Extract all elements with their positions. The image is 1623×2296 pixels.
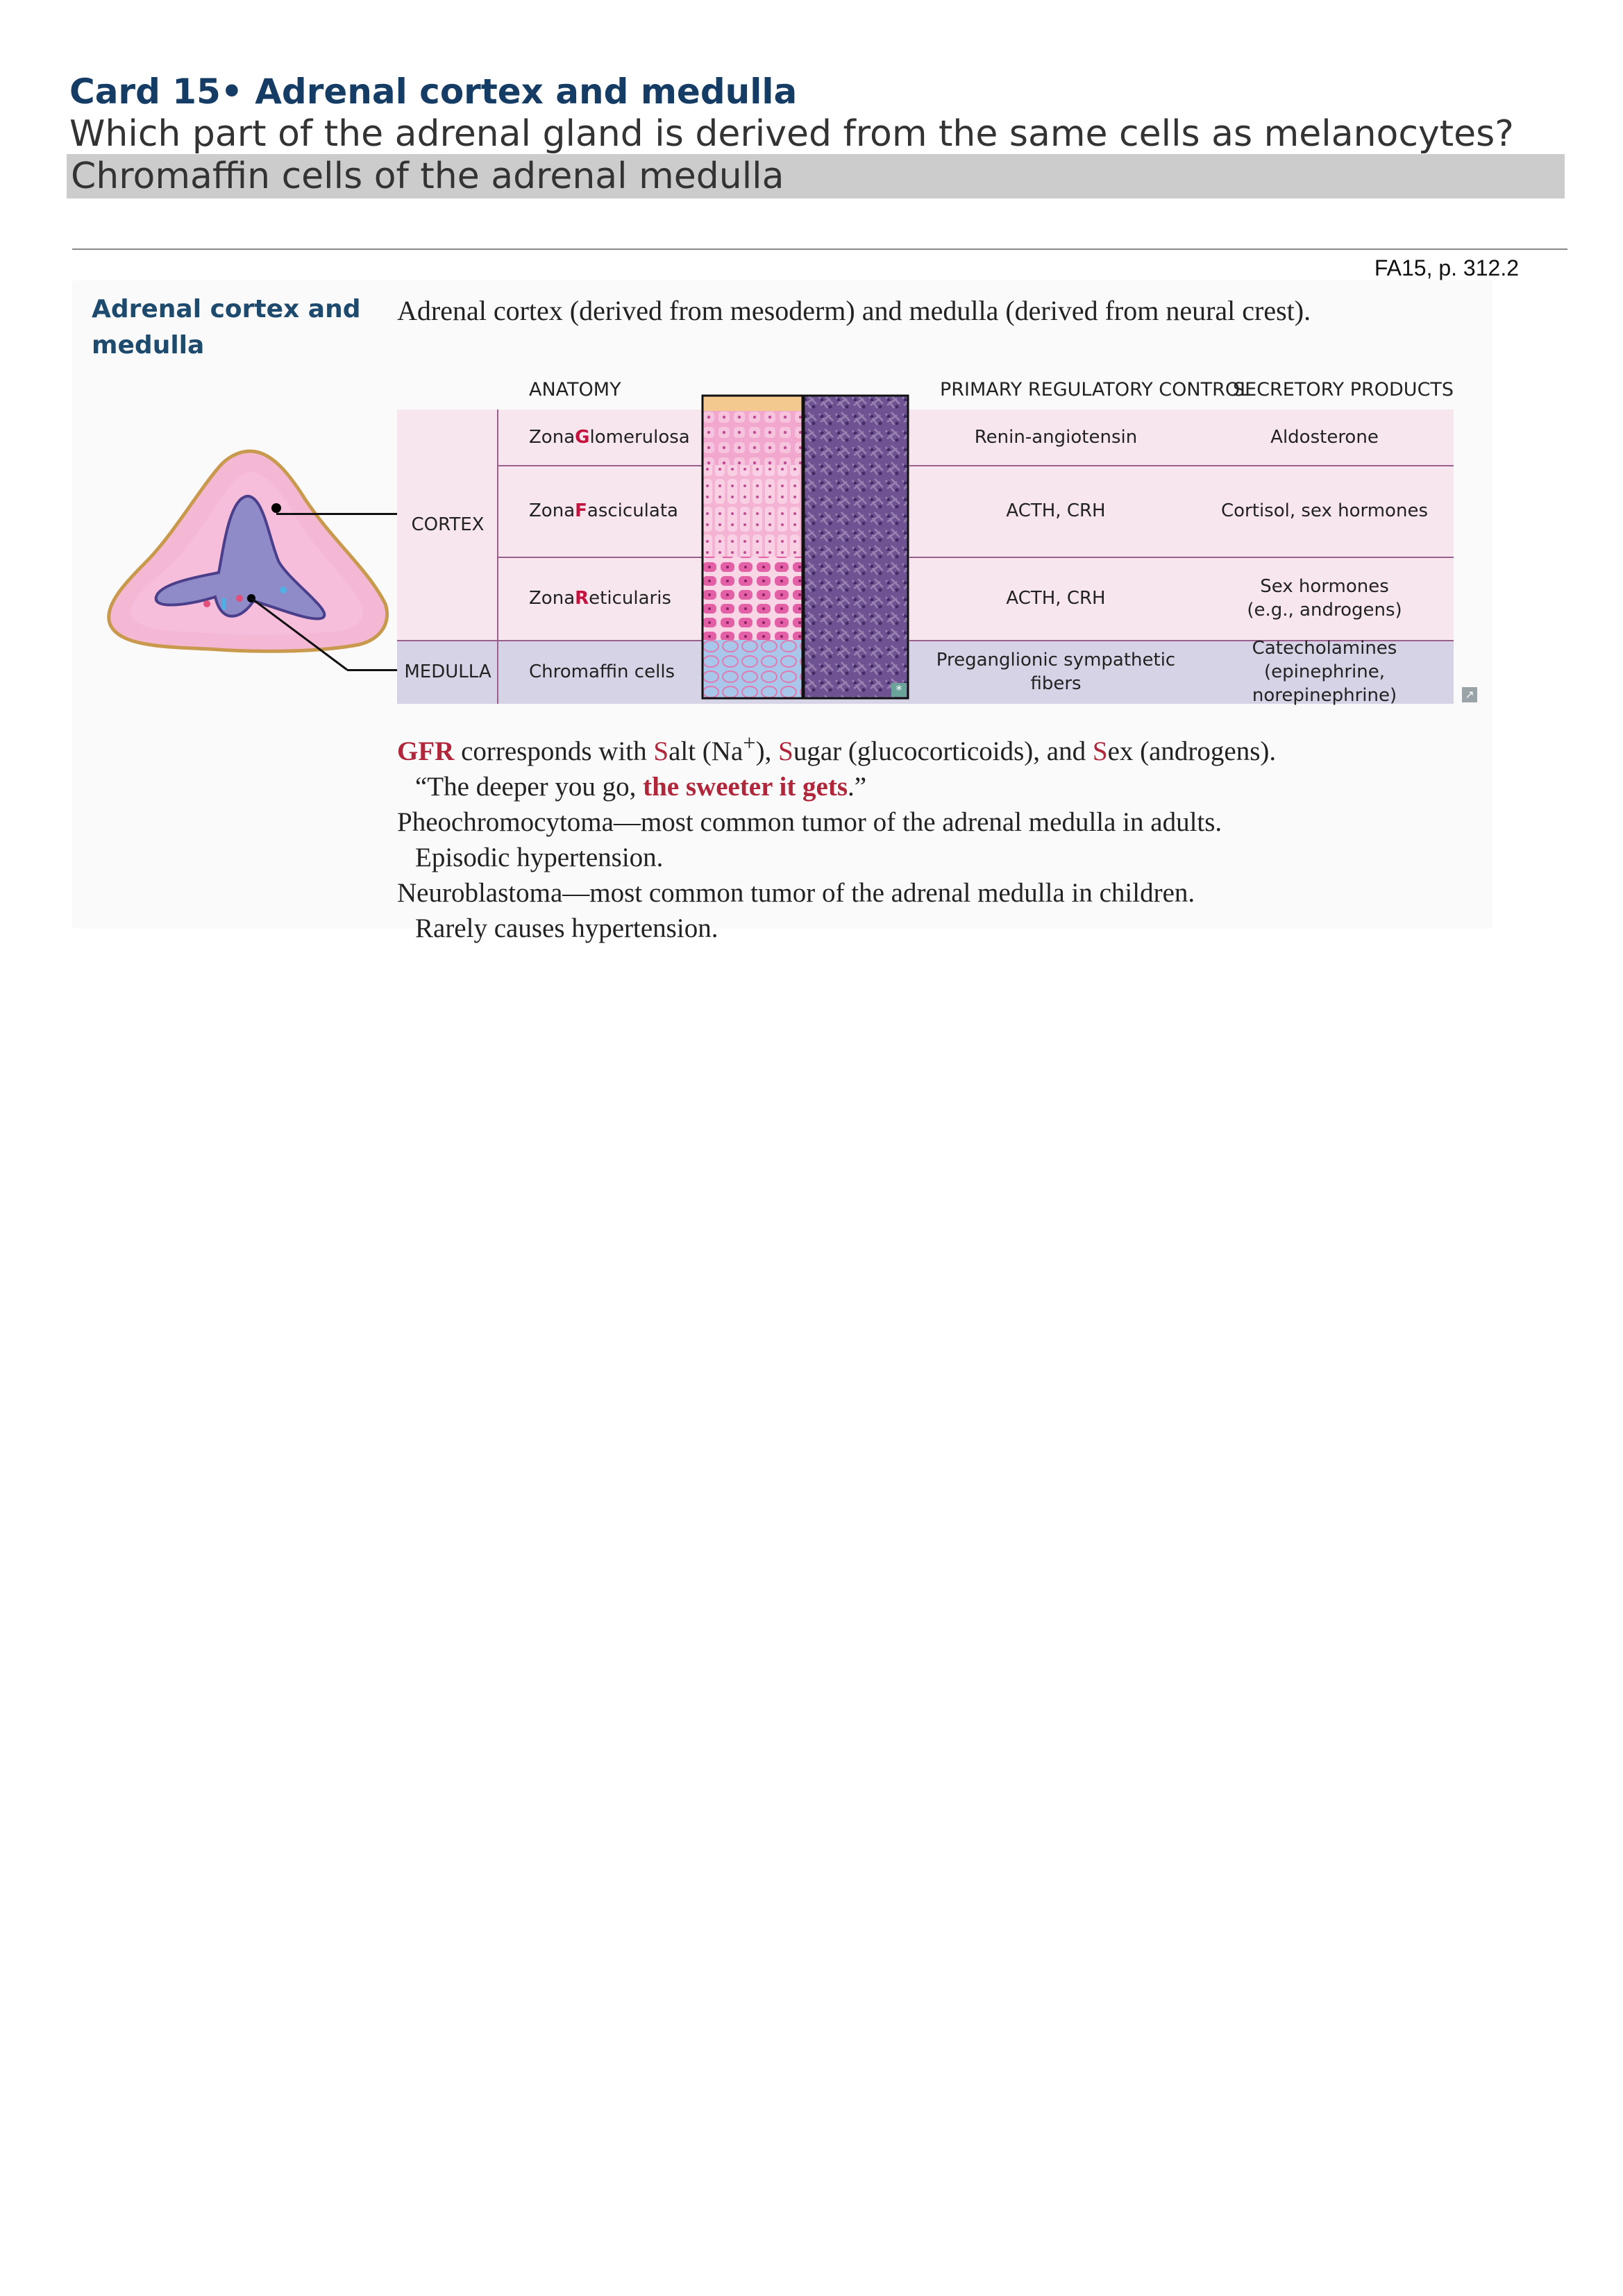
products-medulla: Catecholamines (epinephrine, norepinephr…	[1252, 638, 1397, 706]
products-glomerulosa: Aldosterone	[1270, 427, 1379, 448]
note-text: ugar (glucocorticoids), and	[793, 736, 1093, 766]
products-fasciculata: Cortisol, sex hormones	[1221, 500, 1428, 521]
zone-rest: eticularis	[589, 588, 671, 609]
zone-rest: asciculata	[587, 500, 678, 521]
histology-micrograph: *	[701, 394, 909, 700]
control-glomerulosa: Renin-angiotensin	[974, 427, 1138, 448]
region-medulla: MEDULLA	[404, 661, 491, 682]
anatomy-chromaffin-cells: Chromaffin cells	[529, 640, 703, 704]
cortex-region-bg	[397, 410, 1454, 640]
cortex-leader-line	[276, 513, 408, 515]
note-rarely-hypertension: Rarely causes hypertension.	[415, 913, 718, 943]
column-divider	[497, 410, 498, 704]
zone-prefix: Zona	[529, 427, 575, 448]
section-heading: Adrenal cortex and medulla	[92, 295, 361, 360]
medulla-leader-diagonal	[251, 597, 348, 671]
hl-s: S	[1092, 736, 1108, 766]
zone-letter: F	[575, 500, 587, 521]
zone-letter: R	[575, 588, 589, 609]
note-text: ex (androgens).	[1107, 736, 1277, 766]
note-text: “The deeper you go,	[415, 772, 644, 802]
header-products: SECRETORY PRODUCTS	[1233, 379, 1454, 400]
source-reference: FA15, p. 312.2	[1374, 255, 1519, 280]
superscript-plus: +	[743, 731, 756, 756]
row-divider	[909, 465, 1454, 466]
svg-text:*: *	[896, 683, 902, 698]
row-divider	[909, 557, 1454, 558]
row-divider	[909, 640, 1454, 641]
header-anatomy: ANATOMY	[529, 379, 621, 400]
control-fasciculata: ACTH, CRH	[1006, 500, 1106, 521]
region-cortex: CORTEX	[411, 514, 485, 535]
section-intro: Adrenal cortex (derived from mesoderm) a…	[397, 295, 1311, 326]
products-reticularis: Sex hormones (e.g., androgens)	[1247, 576, 1402, 621]
medulla-region-bg	[397, 640, 1454, 704]
hl-s: S	[778, 736, 793, 766]
hl-s: S	[653, 736, 669, 766]
note-deeper-mnemonic: “The deeper you go, the sweeter it gets.…	[397, 769, 1276, 804]
zone-rest: Chromaffin cells	[529, 661, 675, 682]
medulla-leader-line	[347, 669, 403, 671]
zone-rest: lomerulosa	[589, 427, 690, 448]
control-medulla: Preganglionic sympathetic fibers	[936, 650, 1176, 694]
zone-prefix: Zona	[529, 588, 575, 609]
hl-gfr: GFR	[397, 736, 455, 766]
header-control: PRIMARY REGULATORY CONTROL	[940, 379, 1251, 400]
adrenal-gland-illustration	[107, 449, 389, 653]
card-answer: Chromaffin cells of the adrenal medulla	[67, 154, 1565, 199]
external-link-icon[interactable]: ↗	[1462, 687, 1477, 702]
note-pheochromocytoma: Pheochromocytoma—most common tumor of th…	[397, 807, 1222, 837]
note-text: corresponds with	[454, 736, 654, 766]
note-neuroblastoma: Neuroblastoma—most common tumor of the a…	[397, 878, 1195, 908]
row-divider	[397, 640, 703, 641]
note-gfr-mnemonic: GFR corresponds with Salt (Na+), Sugar (…	[397, 726, 1276, 769]
row-divider	[497, 557, 703, 558]
hl-sweeter: the sweeter it gets	[643, 772, 848, 802]
note-text: .”	[848, 772, 867, 802]
notes-block: GFR corresponds with Salt (Na+), Sugar (…	[397, 726, 1276, 946]
row-divider	[497, 465, 703, 466]
card-title: Card 15• Adrenal cortex and medulla	[69, 71, 798, 112]
note-text: alt (Na	[668, 736, 743, 766]
zone-letter: G	[575, 427, 590, 448]
note-episodic-hypertension: Episodic hypertension.	[415, 843, 664, 872]
zone-prefix: Zona	[529, 500, 575, 521]
divider	[72, 248, 1567, 250]
control-reticularis: ACTH, CRH	[1006, 588, 1106, 609]
note-text: ),	[755, 736, 779, 766]
card-question: Which part of the adrenal gland is deriv…	[69, 113, 1514, 155]
